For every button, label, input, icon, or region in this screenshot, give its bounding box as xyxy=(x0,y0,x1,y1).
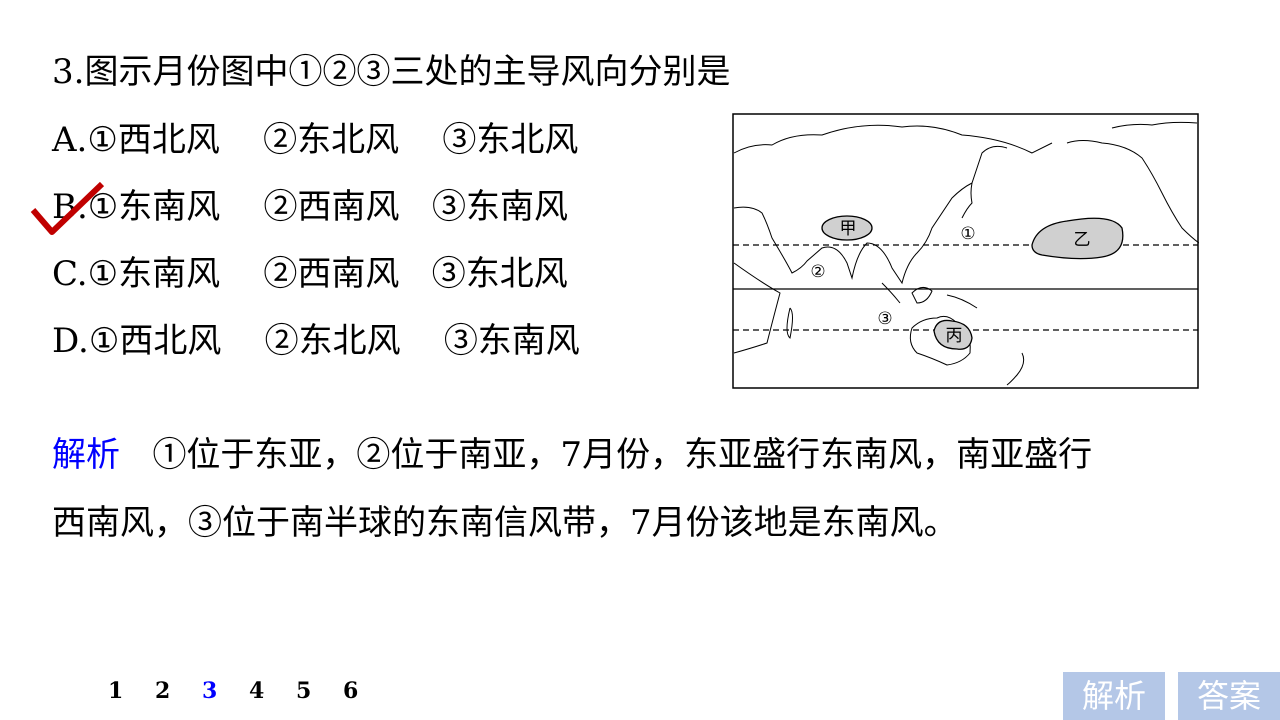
option-part: ①西北风 xyxy=(87,120,220,160)
option-part: ①东南风 xyxy=(87,187,221,227)
option-letter: D. xyxy=(52,321,89,361)
option-letter: C. xyxy=(52,254,88,294)
page-5[interactable]: 5 xyxy=(296,678,312,704)
option-part: ②西南风 xyxy=(263,187,400,227)
option-part: ③东北风 xyxy=(431,254,568,294)
option-part: ②西南风 xyxy=(263,254,400,294)
world-map: 甲 乙 丙 ① ② ③ xyxy=(732,113,1199,389)
label-3: ③ xyxy=(877,309,892,329)
explanation-text: ①位于东亚，②位于南亚，7月份，东亚盛行东南风，南亚盛行 xyxy=(152,435,1093,475)
option-part: ①东南风 xyxy=(87,254,221,294)
option-part: ②东北风 xyxy=(263,120,400,160)
page-4[interactable]: 4 xyxy=(249,678,265,704)
option-c[interactable]: C.①东南风 ②西南风 ③东北风 xyxy=(52,254,568,294)
label-yi: 乙 xyxy=(1074,230,1091,250)
region-yi xyxy=(1031,217,1124,260)
option-part: ②东北风 xyxy=(264,321,401,361)
region-jia xyxy=(821,215,873,241)
option-part: ①西北风 xyxy=(88,321,222,361)
option-part: ③东南风 xyxy=(431,187,568,227)
page-3[interactable]: 3 xyxy=(202,678,218,704)
option-part: ③东北风 xyxy=(442,120,579,160)
option-d[interactable]: D.①西北风 ②东北风 ③东南风 xyxy=(52,321,580,361)
region-bing xyxy=(933,319,973,350)
label-2: ② xyxy=(810,262,825,282)
label-1: ① xyxy=(960,224,975,244)
option-part: ③东南风 xyxy=(443,321,580,361)
explanation-line-1: 解析 ①位于东亚，②位于南亚，7月份，东亚盛行东南风，南亚盛行 xyxy=(52,435,1092,475)
explanation-line-2: 西南风，③位于南半球的东南信风带，7月份该地是东南风。 xyxy=(52,503,958,543)
checkmark-icon xyxy=(30,181,105,235)
page-1[interactable]: 1 xyxy=(108,678,124,704)
analysis-button[interactable]: 解析 xyxy=(1063,672,1165,720)
answer-button[interactable]: 答案 xyxy=(1178,672,1280,720)
option-a[interactable]: A.①西北风 ②东北风 ③东北风 xyxy=(52,120,578,160)
option-letter: A. xyxy=(52,120,88,160)
label-bing: 丙 xyxy=(946,326,963,346)
question-title: 3.图示月份图中①②③三处的主导风向分别是 xyxy=(52,52,731,92)
label-jia: 甲 xyxy=(840,219,857,239)
explanation-label: 解析 xyxy=(52,435,120,475)
page-6[interactable]: 6 xyxy=(343,678,359,704)
page-2[interactable]: 2 xyxy=(155,678,171,704)
page-navigator: 1 2 3 4 5 6 xyxy=(108,678,390,704)
option-b[interactable]: B.①东南风 ②西南风 ③东南风 xyxy=(52,187,568,227)
